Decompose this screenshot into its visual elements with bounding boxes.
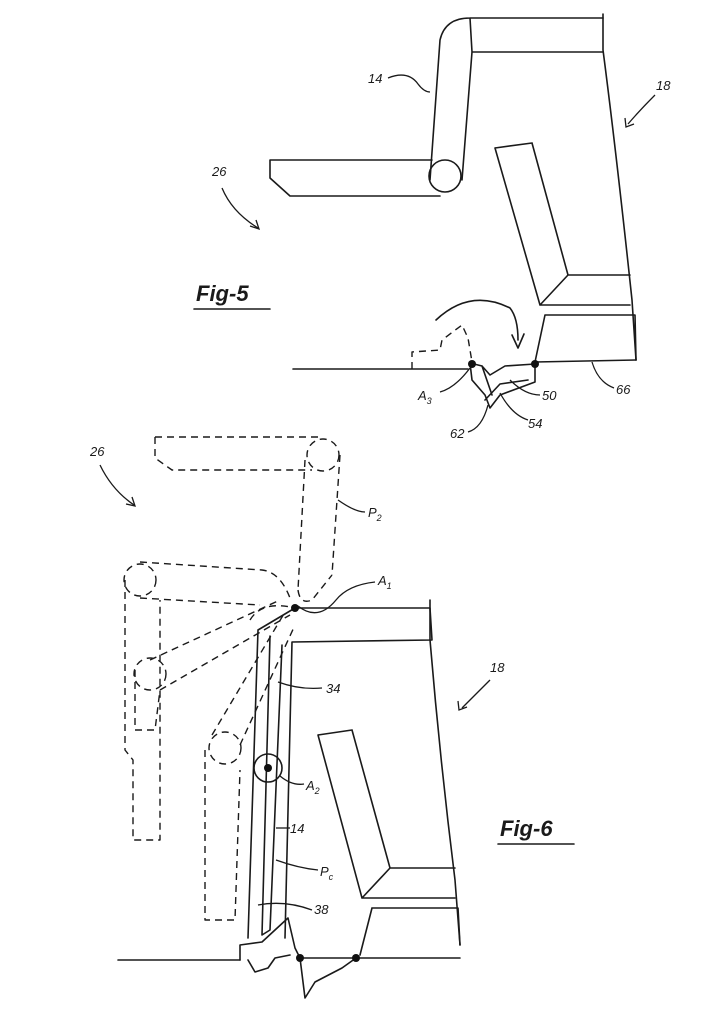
leader-18: [628, 95, 655, 124]
fig5-pivot-roller: [429, 160, 461, 192]
leader-14: [388, 75, 430, 92]
label-26: 26: [211, 164, 227, 179]
fig5-seat-body: [603, 14, 636, 360]
label-18: 18: [656, 78, 671, 93]
label6-18: 18: [490, 660, 505, 675]
fig6-pivot-a1: [291, 604, 299, 612]
fig6-seat-body: [430, 600, 460, 945]
fig6-seat-cushion: [318, 730, 455, 898]
fig6-seat-back: [248, 608, 432, 938]
fig5-headrest-bar: [270, 160, 440, 196]
fig6-phantom-mid: [135, 600, 290, 730]
label6-14: 14: [290, 821, 304, 836]
fig6-seat-front: [360, 908, 460, 955]
leader-66: [592, 362, 614, 388]
label-54: 54: [528, 416, 542, 431]
fig5-caption: Fig-5: [196, 281, 249, 306]
fig6-phantom-low-roller: [209, 732, 241, 764]
fig5-rotation-arrow: [436, 300, 518, 340]
fig-5: 14 18 26 Fig-5 A3 50 54 62 66: [194, 14, 671, 441]
fig6-caption: Fig-6: [500, 816, 553, 841]
label-p2: P2: [368, 505, 382, 523]
fig5-seat-back: [430, 18, 603, 180]
fig6-phantom-top-roller: [307, 439, 339, 471]
leader-54: [500, 393, 528, 420]
fig5-latch: [470, 363, 535, 408]
fig6-latch-point: [352, 954, 360, 962]
label-34: 34: [326, 681, 340, 696]
fig6-phantom-top-joint: [298, 575, 332, 601]
fig5-seat-front: [535, 315, 636, 362]
label6-26: 26: [89, 444, 105, 459]
fig5-seat-cushion: [495, 143, 630, 305]
fig6-phantom-top: [155, 437, 340, 590]
fig-6: 26 P2 A1 18 34 A2 14 Pc 38 Fig-6: [89, 437, 574, 998]
fig6-phantom-left-roller: [124, 564, 156, 596]
leader-62: [468, 405, 488, 432]
fig6-pivot-a2: [264, 764, 272, 772]
fig5-pivot-b: [531, 360, 539, 368]
leader-a2: [280, 776, 304, 784]
leader-26: [222, 188, 258, 228]
label-a1: A1: [377, 573, 392, 591]
leader-p2: [338, 500, 365, 512]
leader6-18: [462, 680, 490, 708]
label-62: 62: [450, 426, 465, 441]
fig6-phantom-mid-roller: [134, 658, 166, 690]
leader-pc: [276, 860, 318, 870]
fig5-floor: [293, 360, 636, 369]
label-14: 14: [368, 71, 382, 86]
leader-a3: [440, 368, 470, 392]
label-pc: Pc: [320, 864, 334, 882]
fig5-pivot-a3: [468, 360, 476, 368]
label-50: 50: [542, 388, 557, 403]
leader6-26: [100, 465, 134, 505]
arrowhead6-18: [458, 701, 467, 710]
leader-34: [278, 682, 322, 688]
fig5-latch-phantom: [412, 325, 472, 369]
fig6-latch-pivot: [296, 954, 304, 962]
label-66: 66: [616, 382, 631, 397]
label-a3: A3: [417, 388, 432, 406]
label-a2: A2: [305, 778, 320, 796]
fig6-floor: [118, 958, 460, 960]
label-38: 38: [314, 902, 329, 917]
